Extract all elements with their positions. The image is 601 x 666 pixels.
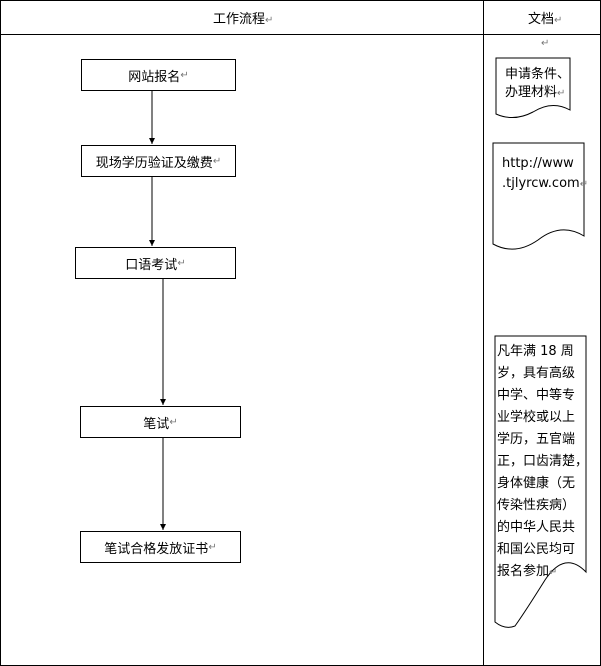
document-shape-3 — [494, 335, 587, 628]
paragraph-mark: ↵ — [208, 541, 217, 553]
paragraph-mark: ↵ — [180, 69, 189, 81]
doc-line: 报名参加↵ — [497, 564, 558, 579]
doc-website-url: http://www .tjlyrcw.com↵ — [502, 154, 588, 195]
paragraph-mark: ↵ — [212, 155, 222, 167]
paragraph-mark: ↵ — [541, 38, 550, 49]
doc-line: http://www — [502, 156, 574, 171]
doc-line: 中学、中等专 — [497, 388, 576, 403]
doc-application-requirements: 申请条件、 办理材料↵ — [505, 66, 570, 103]
doc-line: 学历，五官端 — [497, 432, 576, 447]
paragraph-mark: ↵ — [549, 567, 558, 578]
step-written-exam: 笔试↵ — [80, 406, 241, 438]
doc-line: 凡年满 18 周 — [497, 344, 574, 359]
doc-line: 岁，具有高级 — [497, 366, 576, 381]
paragraph-mark: ↵ — [557, 88, 566, 99]
doc-line: 业学校或以上 — [497, 410, 576, 425]
step-label: 笔试合格发放证书 — [104, 541, 209, 557]
paragraph-mark: ↵ — [579, 179, 589, 190]
step-label: 现场学历验证及缴费 — [95, 155, 213, 171]
doc-line: 办理材料↵ — [505, 85, 566, 100]
paragraph-mark: ↵ — [554, 15, 563, 26]
step-label: 笔试 — [143, 416, 170, 432]
paragraph-mark: ↵ — [169, 416, 178, 428]
doc-line: 身体健康（无 — [497, 476, 576, 491]
doc-eligibility-text: 凡年满 18 周 岁，具有高级 中学、中等专 业学校或以上 学历，五官端 正，口… — [497, 341, 588, 584]
column-header-docs: 文档↵ — [528, 8, 562, 27]
step-onsite-verification-payment: 现场学历验证及缴费↵ — [81, 145, 236, 177]
column-header-process: 工作流程↵ — [213, 8, 273, 27]
step-certificate-issuance: 笔试合格发放证书↵ — [80, 531, 241, 563]
step-label: 口语考试 — [125, 257, 178, 273]
paragraph-mark: ↵ — [177, 257, 186, 269]
document-shape-2 — [492, 142, 585, 250]
paragraph-mark: ↵ — [265, 15, 274, 26]
header-process-label: 工作流程 — [213, 12, 266, 27]
header-docs-label: 文档 — [528, 12, 555, 27]
doc-line: 传染性疾病） — [497, 498, 576, 513]
step-online-registration: 网站报名↵ — [81, 59, 236, 91]
doc-line: 和国公民均可 — [497, 542, 576, 557]
step-oral-exam: 口语考试↵ — [75, 247, 236, 279]
doc-line: 正，口齿清楚， — [497, 454, 589, 469]
step-label: 网站报名 — [128, 69, 181, 85]
doc-line: .tjlyrcw.com↵ — [502, 176, 589, 191]
doc-line: 的中华人民共 — [497, 520, 576, 535]
doc-line: 申请条件、 — [505, 67, 571, 82]
document-shape-1 — [495, 57, 571, 118]
